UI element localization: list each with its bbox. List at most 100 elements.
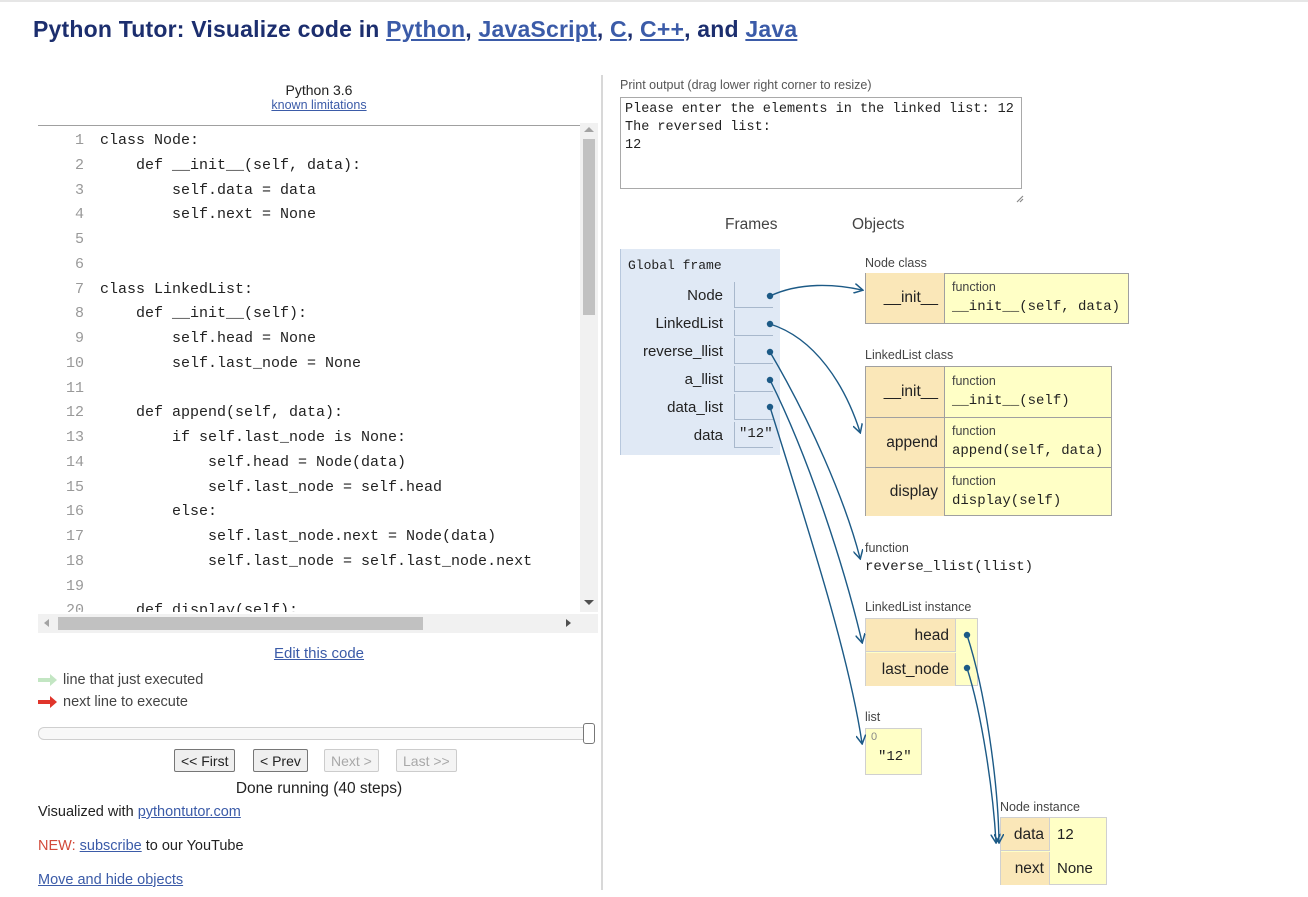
line-number: 18: [65, 553, 84, 570]
class-attr-signature: __init__(self): [952, 393, 1070, 409]
instance-field-data: data: [1001, 818, 1050, 851]
frame-var-name: reverse_llist: [642, 343, 723, 360]
global-frame: Global frame Node LinkedList reverse_lli…: [620, 249, 780, 455]
code-vertical-scrollbar[interactable]: [580, 123, 598, 612]
line-number: 12: [65, 404, 84, 421]
code-line: 16 else:: [38, 499, 578, 524]
class-attr-row: __init__ function __init__(self, data): [866, 273, 1128, 324]
lang-javascript-link[interactable]: JavaScript: [478, 16, 597, 42]
horizontal-scroll-thumb[interactable]: [58, 617, 423, 630]
line-code: self.head = None: [100, 330, 317, 347]
frame-var-row: data_list: [621, 394, 781, 422]
first-button[interactable]: << First: [174, 749, 236, 772]
scroll-right-icon[interactable]: [566, 619, 571, 627]
step-slider-handle[interactable]: [583, 723, 595, 744]
arrow-datalist-to-list: [769, 406, 862, 743]
line-code: self.head = Node(data): [100, 454, 407, 471]
frame-var-value-text: "12": [739, 426, 773, 442]
line-code: self.last_node = self.last_node.next: [100, 553, 533, 570]
code-line: 19: [38, 574, 578, 599]
lang-python-link[interactable]: Python: [386, 16, 466, 42]
step-slider[interactable]: [38, 723, 595, 744]
frame-var-pointer: [734, 366, 773, 392]
move-hide-objects-link[interactable]: Move and hide objects: [38, 872, 184, 888]
green-arrow-icon: [38, 674, 57, 686]
linkedlist-class-label: LinkedList class: [865, 348, 954, 362]
lang-c-link[interactable]: C: [610, 16, 627, 42]
line-code: self.last_node = self.head: [100, 479, 443, 496]
line-code: def append(self, data):: [100, 404, 344, 421]
line-number: 7: [74, 281, 84, 298]
title-separator: ,: [465, 16, 479, 42]
known-limitations-link[interactable]: known limitations: [271, 98, 367, 112]
frame-var-pointer: [734, 310, 773, 336]
scroll-left-icon[interactable]: [44, 619, 49, 627]
instance-field-head: head: [866, 619, 956, 652]
line-code: self.last_node = None: [100, 355, 362, 372]
line-code: def display(self):: [100, 602, 299, 612]
linkedlist-instance-object: head last_node: [865, 618, 978, 686]
resize-grip-icon[interactable]: [1013, 193, 1025, 203]
frame-var-pointer: [734, 282, 773, 308]
line-code: if self.last_node is None:: [100, 429, 407, 446]
line-number: 2: [74, 157, 84, 174]
language-label: Python 3.6: [285, 82, 353, 98]
scroll-up-icon[interactable]: [584, 127, 594, 132]
print-output-box[interactable]: Please enter the elements in the linked …: [620, 97, 1022, 189]
list-value: "12": [878, 749, 912, 765]
subscribe-link[interactable]: subscribe: [79, 838, 142, 854]
title-separator: ,: [626, 16, 641, 42]
print-output-label: Print output (drag lower right corner to…: [620, 78, 872, 92]
arrow-reverse-to-function: [769, 351, 860, 558]
line-number: 1: [74, 132, 84, 149]
class-attr-row: __init__ function __init__(self): [866, 367, 1111, 417]
lang-java-link[interactable]: Java: [745, 16, 798, 42]
code-line: 13 if self.last_node is None:: [38, 425, 578, 450]
code-line: 14 self.head = Node(data): [38, 450, 578, 475]
instance-field-next: next: [1001, 852, 1050, 885]
last-button[interactable]: Last >>: [396, 749, 457, 772]
code-line: 15 self.last_node = self.head: [38, 475, 578, 500]
line-number: 6: [74, 256, 84, 273]
code-horizontal-scrollbar[interactable]: [38, 614, 598, 633]
title-separator: , and: [684, 16, 746, 42]
next-button[interactable]: Next >: [324, 749, 379, 772]
execution-status: Done running (40 steps): [235, 780, 403, 797]
lang-cpp-link[interactable]: C++: [640, 16, 685, 42]
instance-field-next-value: None: [1057, 860, 1093, 877]
frame-var-row: Node: [621, 282, 781, 310]
new-tag: NEW:: [38, 838, 76, 854]
class-attr-signature: display(self): [952, 493, 1062, 509]
vertical-scroll-thumb[interactable]: [583, 139, 595, 315]
edit-code-link[interactable]: Edit this code: [273, 645, 365, 662]
youtube-promo: NEW: subscribe to our YouTube: [38, 838, 244, 854]
objects-header: Objects: [852, 216, 905, 233]
line-number: 3: [74, 182, 84, 199]
line-number: 17: [65, 528, 84, 545]
list-label: list: [865, 710, 881, 724]
line-number: 13: [65, 429, 84, 446]
subscribe-suffix: to our YouTube: [141, 838, 244, 854]
line-number: 4: [74, 206, 84, 223]
line-code: self.last_node.next = Node(data): [100, 528, 497, 545]
line-code: def __init__(self):: [100, 305, 308, 322]
frame-var-value: "12": [734, 422, 773, 448]
line-code: self.next = None: [100, 206, 317, 223]
prev-button[interactable]: < Prev: [253, 749, 308, 772]
class-attr-signature: append(self, data): [952, 443, 1104, 459]
code-line: 10 self.last_node = None: [38, 351, 578, 376]
frame-var-name: Node: [687, 287, 723, 304]
class-attr-name: __init__: [866, 273, 945, 323]
line-code: def __init__(self, data):: [100, 157, 362, 174]
node-instance-label: Node instance: [1000, 800, 1080, 814]
line-number: 9: [74, 330, 84, 347]
class-attr-name: __init__: [866, 367, 945, 417]
red-arrow-icon: [38, 696, 57, 708]
class-attr-row: append function append(self, data): [866, 417, 1111, 467]
pythontutor-link[interactable]: pythontutor.com: [137, 804, 241, 820]
class-attr-kind: function: [952, 374, 996, 388]
scroll-down-icon[interactable]: [584, 600, 594, 605]
